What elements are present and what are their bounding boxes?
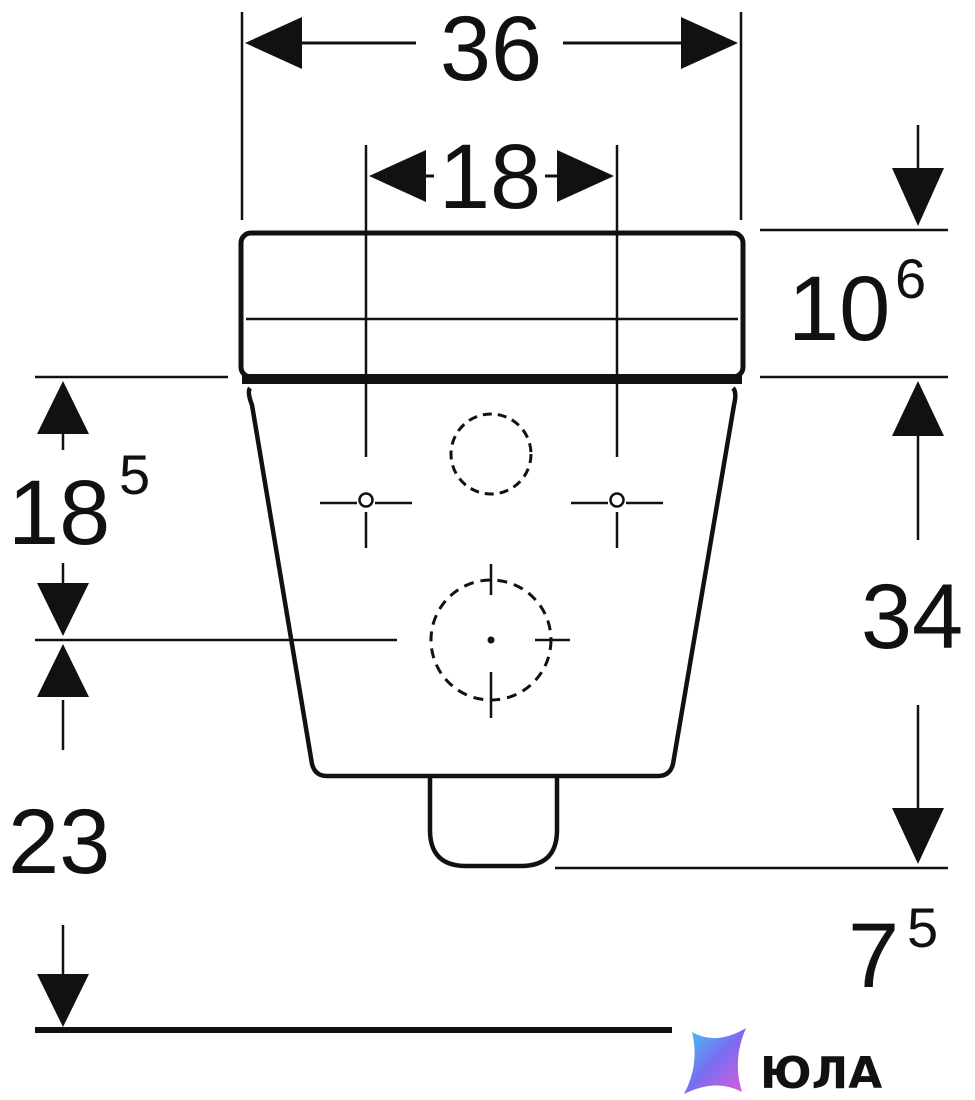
dim-fixing-height-sup: 5 bbox=[119, 443, 150, 506]
fixing-hole-right bbox=[571, 492, 663, 548]
drain-outlet-circle bbox=[429, 564, 570, 718]
width-dimension bbox=[240, 12, 743, 220]
outlet-spigot bbox=[427, 778, 560, 869]
dim-fixing-spacing-label: 18 bbox=[439, 126, 541, 228]
dim-projection-label: 34 bbox=[861, 566, 963, 668]
fixing-spacing-dimension bbox=[364, 145, 619, 457]
right-dimensions bbox=[555, 125, 948, 870]
water-inlet-circle bbox=[449, 412, 533, 496]
dim-bottom-offset-label: 7 bbox=[848, 905, 899, 1007]
dim-bottom-offset-sup: 5 bbox=[907, 896, 938, 959]
seat-lid bbox=[238, 230, 746, 380]
brand-star-icon bbox=[684, 1028, 746, 1094]
dim-seat-height-label: 10 bbox=[788, 258, 890, 360]
fixing-hole-left bbox=[320, 492, 412, 548]
brand-logo: ЮЛА bbox=[684, 1028, 882, 1099]
brand-wordmark: ЮЛА bbox=[760, 1048, 882, 1099]
left-dimensions bbox=[35, 375, 397, 1027]
dim-fixing-height-label: 18 bbox=[8, 462, 110, 564]
dim-width-label: 36 bbox=[440, 0, 542, 100]
dim-drain-height-label: 23 bbox=[8, 791, 110, 893]
dim-seat-height-sup: 6 bbox=[895, 247, 926, 310]
bowl-outline bbox=[246, 386, 738, 779]
